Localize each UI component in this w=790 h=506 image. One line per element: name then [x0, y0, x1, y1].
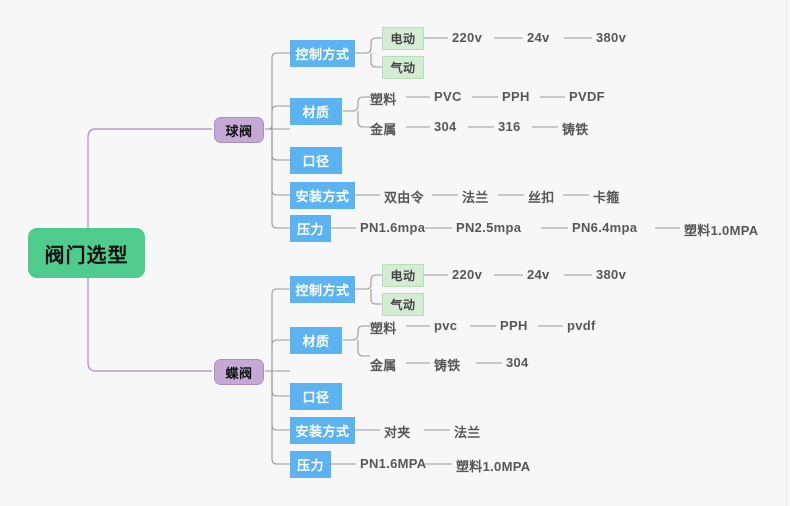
- leaf-butterfly-electric-380v[interactable]: 380v: [596, 267, 627, 282]
- node-butterfly-control-mode[interactable]: 控制方式: [290, 276, 355, 303]
- leaf-butterfly-pressure-plastic10[interactable]: 塑料1.0MPA: [456, 459, 531, 474]
- root-node[interactable]: 阀门选型: [28, 228, 145, 278]
- node-ball-plastic[interactable]: 塑料: [370, 92, 397, 107]
- node-ball-pressure[interactable]: 压力: [290, 215, 331, 242]
- leaf-butterfly-plastic-pph[interactable]: PPH: [500, 318, 528, 333]
- node-butterfly-metal[interactable]: 金属: [370, 358, 397, 373]
- node-butterfly-install-mode[interactable]: 安装方式: [290, 417, 355, 444]
- node-ball-pneumatic[interactable]: 气动: [382, 56, 424, 79]
- leaf-ball-plastic-pvdf[interactable]: PVDF: [569, 89, 605, 104]
- leaf-ball-install-union[interactable]: 双由令: [384, 190, 424, 205]
- leaf-butterfly-electric-24v[interactable]: 24v: [527, 267, 550, 282]
- node-ball-electric[interactable]: 电动: [382, 27, 424, 50]
- leaf-ball-install-thread[interactable]: 丝扣: [528, 190, 555, 205]
- leaf-ball-pressure-pn16[interactable]: PN1.6mpa: [360, 220, 426, 235]
- leaf-ball-metal-304[interactable]: 304: [434, 119, 457, 134]
- leaf-butterfly-metal-304[interactable]: 304: [506, 355, 529, 370]
- leaf-ball-install-clamp[interactable]: 卡箍: [593, 190, 620, 205]
- leaf-ball-electric-220v[interactable]: 220v: [452, 30, 483, 45]
- node-ball-metal[interactable]: 金属: [370, 122, 397, 137]
- leaf-butterfly-install-wafer[interactable]: 对夹: [384, 425, 411, 440]
- node-butterfly-material[interactable]: 材质: [290, 327, 342, 354]
- leaf-butterfly-pressure-pn16[interactable]: PN1.6MPA: [360, 456, 427, 471]
- leaf-ball-pressure-plastic10[interactable]: 塑料1.0MPA: [684, 223, 759, 238]
- leaf-ball-metal-316[interactable]: 316: [498, 119, 521, 134]
- node-butterfly-pneumatic[interactable]: 气动: [382, 293, 424, 316]
- node-ball-control-mode[interactable]: 控制方式: [290, 40, 355, 67]
- leaf-butterfly-plastic-pvc[interactable]: pvc: [434, 318, 458, 333]
- node-ball-material[interactable]: 材质: [290, 98, 342, 125]
- leaf-butterfly-plastic-pvdf[interactable]: pvdf: [567, 318, 596, 333]
- leaf-butterfly-electric-220v[interactable]: 220v: [452, 267, 483, 282]
- leaf-ball-pressure-pn64[interactable]: PN6.4mpa: [572, 220, 638, 235]
- node-ball-diameter[interactable]: 口径: [290, 147, 342, 174]
- leaf-ball-metal-cast-iron[interactable]: 铸铁: [562, 122, 589, 137]
- leaf-ball-plastic-pvc[interactable]: PVC: [434, 89, 462, 104]
- leaf-butterfly-metal-cast-iron[interactable]: 铸铁: [434, 358, 461, 373]
- branch-node-ball-valve[interactable]: 球阀: [214, 117, 264, 143]
- leaf-ball-pressure-pn25[interactable]: PN2.5mpa: [456, 220, 522, 235]
- node-butterfly-plastic[interactable]: 塑料: [370, 321, 397, 336]
- node-butterfly-diameter[interactable]: 口径: [290, 383, 342, 410]
- leaf-butterfly-install-flange[interactable]: 法兰: [454, 425, 481, 440]
- node-butterfly-electric[interactable]: 电动: [382, 264, 424, 287]
- branch-node-butterfly-valve[interactable]: 蝶阀: [214, 359, 264, 385]
- leaf-ball-electric-24v[interactable]: 24v: [527, 30, 550, 45]
- leaf-ball-install-flange[interactable]: 法兰: [462, 190, 489, 205]
- node-butterfly-pressure[interactable]: 压力: [290, 451, 331, 478]
- canvas-right-edge: [786, 0, 787, 506]
- leaf-ball-plastic-pph[interactable]: PPH: [502, 89, 530, 104]
- leaf-ball-electric-380v[interactable]: 380v: [596, 30, 627, 45]
- node-ball-install-mode[interactable]: 安装方式: [290, 182, 355, 209]
